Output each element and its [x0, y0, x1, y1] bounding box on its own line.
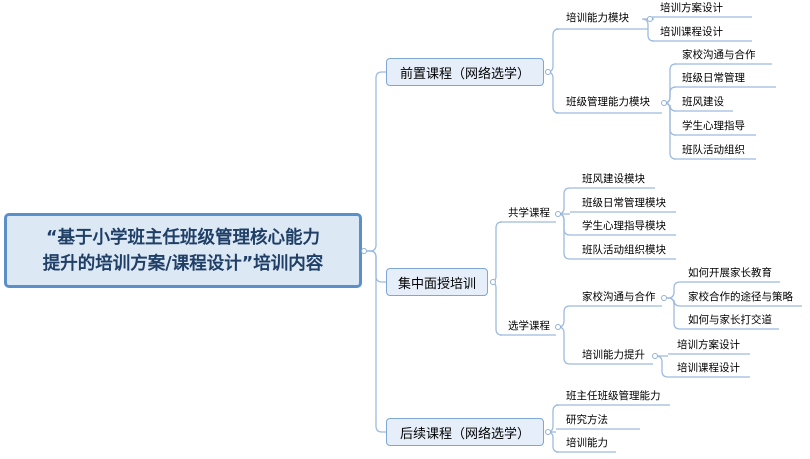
pre-home-school-communication[interactable]: 家校沟通与合作 [682, 49, 756, 61]
root-topic[interactable]: “基于小学班主任班级管理核心能力 提升的培训方案/课程设计”培训内容 [4, 213, 362, 288]
pre-link-1 [546, 71, 560, 114]
pre-class-management-module[interactable]: 班级管理能力模块 [566, 96, 650, 108]
mid-home-school-collapse-toggle[interactable] [661, 295, 667, 301]
post-research-methods[interactable]: 研究方法 [566, 414, 608, 426]
pre-training-collapse-toggle[interactable] [647, 16, 653, 22]
post-training-ability[interactable]: 培训能力 [566, 437, 608, 449]
branch-pre-course[interactable]: 前置课程（网络选学） [386, 58, 544, 86]
pre-management-collapse-toggle[interactable] [661, 100, 667, 106]
mid-training-link-1 [655, 355, 669, 378]
mid-collapse-toggle[interactable] [490, 279, 496, 285]
mid-home-school-strategy[interactable]: 家校合作的途径与策略 [688, 291, 793, 303]
mid-link-0 [489, 221, 503, 283]
mid-training-collapse-toggle[interactable] [652, 353, 658, 359]
mid-home-school-communication[interactable]: 家校沟通与合作 [582, 291, 656, 303]
root-collapse-toggle[interactable] [361, 248, 367, 254]
mid-elective-collapse-toggle[interactable] [555, 324, 561, 330]
mid-training-course-design[interactable]: 培训课程设计 [677, 362, 740, 374]
mid-elective-courses[interactable]: 选学课程 [508, 320, 550, 332]
mid-home-link-0 [667, 281, 681, 299]
pre-link-0 [546, 28, 560, 73]
mid-parent-education[interactable]: 如何开展家长教育 [688, 267, 772, 279]
pre-collapse-toggle[interactable] [545, 69, 551, 75]
pre-class-activity-organization[interactable]: 班队活动组织 [682, 144, 745, 156]
pre-training-link-1 [641, 18, 655, 42]
mid-shared-collapse-toggle[interactable] [555, 211, 561, 217]
branch-centralized-training[interactable]: 集中面授培训 [386, 268, 488, 296]
post-link-2 [546, 431, 560, 453]
mid-shared-courses[interactable]: 共学课程 [508, 207, 550, 219]
mid-home-link-2 [667, 297, 681, 330]
mid-shared-link-0 [557, 187, 571, 215]
pre-student-psych-guidance[interactable]: 学生心理指导 [682, 120, 745, 132]
mid-training-ability-improvement[interactable]: 培训能力提升 [582, 349, 645, 361]
mid-class-ethos-module[interactable]: 班风建设模块 [582, 173, 645, 185]
post-collapse-toggle[interactable] [545, 429, 551, 435]
mid-daily-management-module[interactable]: 班级日常管理模块 [582, 197, 666, 209]
mid-activity-organization-module[interactable]: 班队活动组织模块 [582, 244, 666, 256]
pre-training-course-design[interactable]: 培训课程设计 [660, 26, 723, 38]
pre-training-plan-design[interactable]: 培训方案设计 [660, 2, 723, 14]
post-link-0 [546, 404, 560, 433]
root-link-2 [367, 250, 386, 433]
mid-link-1 [489, 281, 503, 336]
pre-training-ability-module[interactable]: 培训能力模块 [566, 12, 629, 24]
root-title-line1: “基于小学班主任班级管理核心能力 [45, 227, 320, 248]
root-title-line2: 提升的培训方案/课程设计”培训内容 [42, 253, 324, 274]
pre-daily-class-management[interactable]: 班级日常管理 [682, 72, 745, 84]
mid-dealing-with-parents[interactable]: 如何与家长打交道 [688, 314, 772, 326]
mid-shared-link-3 [557, 213, 571, 260]
mid-elective-link-1 [557, 326, 572, 365]
pre-class-ethos-building[interactable]: 班风建设 [682, 96, 724, 108]
mid-psych-guidance-module[interactable]: 学生心理指导模块 [582, 220, 666, 232]
mid-elective-link-0 [557, 305, 572, 328]
post-management-ability[interactable]: 班主任班级管理能力 [566, 390, 661, 402]
mid-training-plan-design[interactable]: 培训方案设计 [677, 339, 740, 351]
root-link-0 [367, 71, 386, 252]
branch-post-course[interactable]: 后续课程（网络选学） [386, 418, 544, 446]
